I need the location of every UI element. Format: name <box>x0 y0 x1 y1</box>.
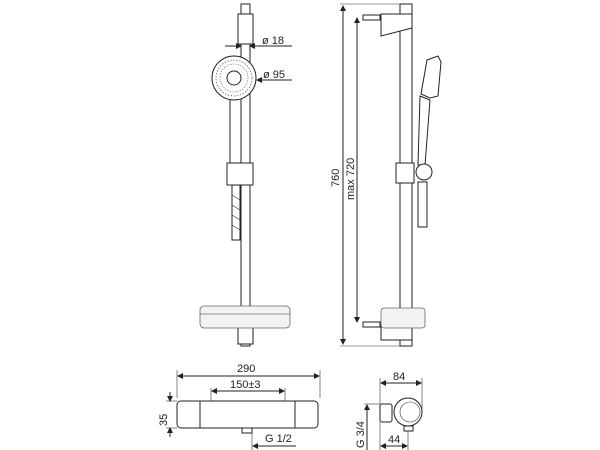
height-label: 35 <box>158 414 170 426</box>
top-bracket <box>237 13 254 45</box>
inlet-label: G 3/4 <box>355 421 367 448</box>
front-view-shower-rail: ø 18 ø 95 <box>199 3 292 347</box>
screw-icon <box>362 321 381 328</box>
hand-shower <box>211 55 257 179</box>
width-label: 290 <box>237 363 255 375</box>
slider <box>226 162 254 186</box>
thermostat-side-view: 84 G 3/4 44 <box>355 371 423 450</box>
head-diameter-label: ø 95 <box>263 69 285 81</box>
fixing-distance-label: max 720 <box>345 158 357 200</box>
centers-label: 150±3 <box>230 379 261 391</box>
hand-shower-side <box>420 55 442 99</box>
rail-diameter-label: ø 18 <box>262 35 284 47</box>
outlet-label: G 1/2 <box>265 433 292 445</box>
soap-dish <box>199 305 291 329</box>
offset-label: 44 <box>388 434 400 446</box>
depth-label: 84 <box>393 371 405 383</box>
top-bracket-side <box>380 13 413 37</box>
thermostat-front-view: 290 150±3 35 G 1/2 <box>158 363 321 450</box>
overall-height-label: 760 <box>330 169 342 187</box>
hose <box>231 184 241 241</box>
side-view-shower-rail: 760 max 720 <box>330 3 442 347</box>
screw-icon <box>362 14 381 21</box>
